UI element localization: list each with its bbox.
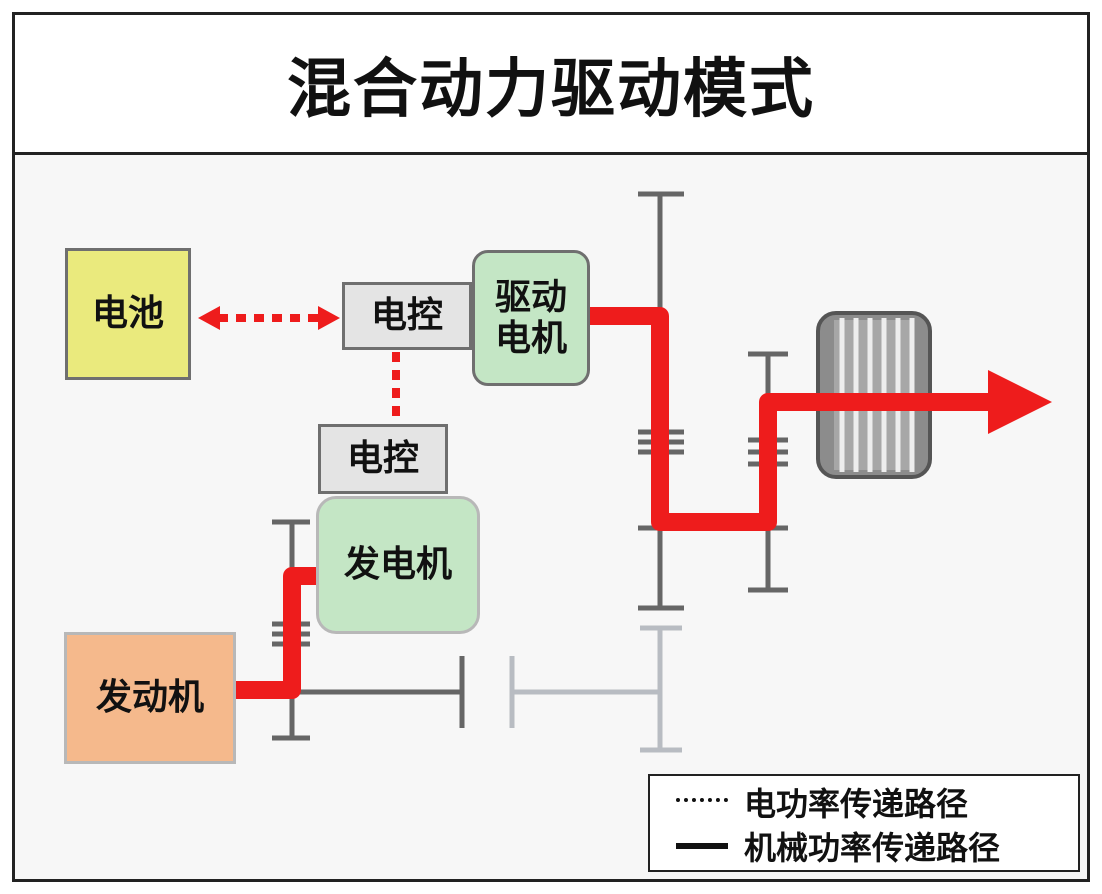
- battery-block: 电池: [65, 248, 191, 380]
- arrow-right-icon: [318, 306, 340, 330]
- controller-top-label: 电控: [370, 295, 443, 337]
- engine-block: 发动机: [64, 632, 236, 764]
- generator-block: 发电机: [316, 496, 480, 634]
- diagram-title: 混合动力驱动模式: [287, 52, 815, 127]
- mechanical-path-group: [230, 307, 1000, 699]
- engine-label: 发动机: [95, 677, 204, 719]
- faded-shaft-group: [509, 625, 682, 753]
- generator-label: 发电机: [343, 544, 452, 586]
- drive-motor-label: 驱动 电机: [494, 276, 567, 359]
- engine-power-path: [230, 567, 318, 699]
- title-bar: 混合动力驱动模式: [12, 12, 1090, 155]
- electrical-path-group: [218, 314, 400, 422]
- legend-mechanical-label: 机械功率传递路径: [744, 829, 1001, 867]
- solid-line-icon: [676, 843, 728, 849]
- dotted-line-icon: [676, 798, 728, 806]
- output-arrow-icon: [988, 370, 1052, 434]
- legend-mechanical: 机械功率传递路径: [676, 824, 1000, 868]
- controller-top-block: 电控: [342, 282, 472, 350]
- legend-electrical-label: 电功率传递路径: [744, 785, 969, 823]
- legend-electrical: 电功率传递路径: [676, 780, 968, 824]
- controller-bottom-label: 电控: [346, 438, 419, 480]
- drive-motor-block: 驱动 电机: [472, 250, 590, 386]
- drive-power-path: [590, 307, 1000, 531]
- arrow-left-icon: [198, 306, 220, 330]
- battery-label: 电池: [91, 293, 164, 335]
- controller-bottom-block: 电控: [318, 424, 448, 494]
- legend: 电功率传递路径 机械功率传递路径: [648, 774, 1080, 872]
